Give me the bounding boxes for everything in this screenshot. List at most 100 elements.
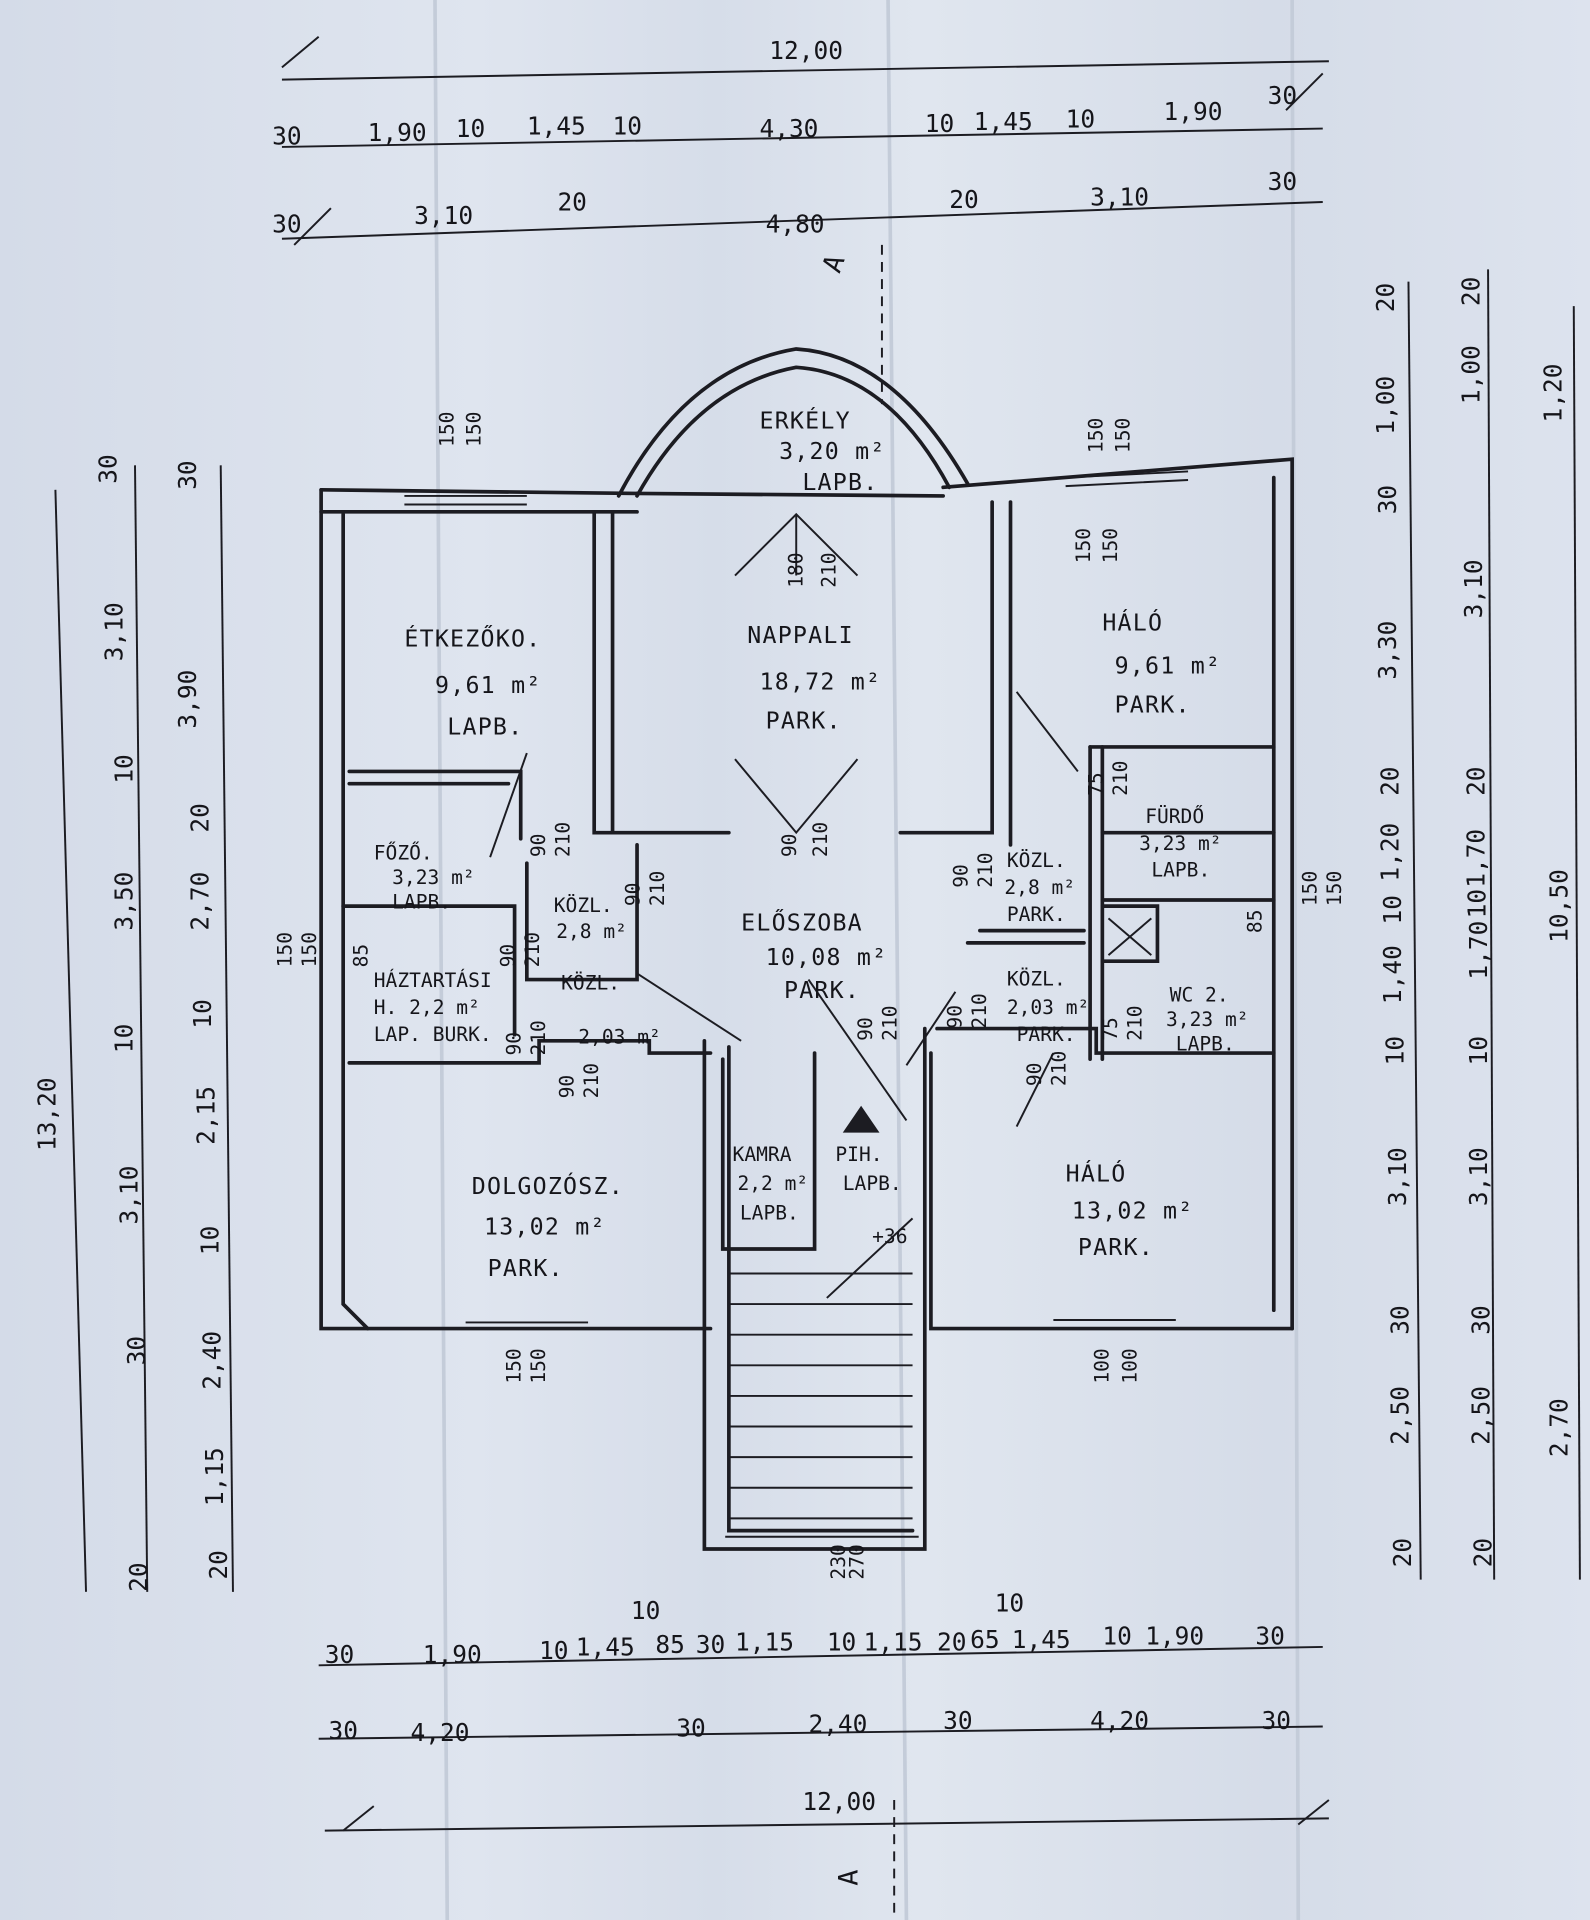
room-kamra: KAMRA 2,2 m² LAPB. <box>733 1143 809 1225</box>
svg-text:LAPB.: LAPB. <box>740 1202 799 1225</box>
opening-size-label: 90 <box>621 883 644 907</box>
svg-text:NAPPALI: NAPPALI <box>747 622 854 649</box>
svg-text:2,2 m²: 2,2 m² <box>737 1172 808 1195</box>
total-depth-right: 10,50 <box>1545 869 1574 943</box>
svg-text:LAP. BURK.: LAP. BURK. <box>374 1023 492 1046</box>
dimension-label: 30 <box>272 210 301 239</box>
dimension-label: 10 <box>188 999 217 1028</box>
dimension-label: 4,20 <box>1090 1706 1149 1735</box>
dimension-label: 3,10 <box>414 201 473 230</box>
dimension-label: 10 <box>195 1226 224 1255</box>
opening-size-label: 150 <box>274 932 297 967</box>
svg-text:WC 2.: WC 2. <box>1170 984 1229 1007</box>
opening-size-label: 90 <box>527 834 550 858</box>
dimension-label: 2,70 <box>185 872 214 931</box>
dimension-label: 20 <box>1371 283 1400 312</box>
svg-text:LAPB.: LAPB. <box>447 714 523 741</box>
opening-size-label: 230 <box>827 1544 850 1579</box>
opening-size-label: 100 <box>1090 1348 1113 1383</box>
dimension-label: 2,50 <box>1466 1386 1495 1445</box>
svg-text:PARK.: PARK. <box>1017 1023 1076 1046</box>
dimension-label: 1,45 <box>527 112 586 141</box>
svg-text:PARK.: PARK. <box>784 977 860 1004</box>
dimension-label: 2,15 <box>192 1086 221 1145</box>
dimension-label: 10 <box>1463 889 1492 918</box>
dimension-label: 1,70 <box>1461 829 1490 888</box>
dimension-label: 10 <box>827 1628 856 1657</box>
dimension-label: 1,90 <box>1145 1621 1204 1650</box>
dimension-label: 10 <box>613 112 642 141</box>
dimension-label: 20 <box>204 1550 233 1579</box>
opening-size-label: 210 <box>527 1020 550 1055</box>
svg-text:KAMRA: KAMRA <box>733 1143 792 1166</box>
svg-text:13,02 m²: 13,02 m² <box>484 1213 606 1240</box>
dimension-label: 10 <box>1464 1036 1493 1065</box>
dimension-label: 1,70 <box>1464 921 1493 980</box>
dimension-label: 1,15 <box>864 1628 923 1657</box>
dimension-label: 20 <box>124 1562 153 1591</box>
opening-size-label: 75 <box>1099 1017 1122 1041</box>
opening-size-label: 210 <box>968 993 991 1028</box>
svg-text:FÜRDŐ: FÜRDŐ <box>1145 804 1204 828</box>
svg-text:3,23 m²: 3,23 m² <box>1139 832 1222 855</box>
dimension-label: 3,30 <box>1373 621 1402 680</box>
opening-size-label: 150 <box>1111 418 1134 453</box>
dimension-label: 2,70 <box>1545 1398 1574 1457</box>
svg-text:DOLGOZÓSZ.: DOLGOZÓSZ. <box>472 1172 624 1200</box>
svg-text:3,23 m²: 3,23 m² <box>392 866 475 889</box>
dimension-label: 2,40 <box>808 1710 867 1739</box>
opening-size-label: 210 <box>1048 1051 1071 1086</box>
opening-size-label: 85 <box>350 944 373 968</box>
svg-text:LAPB.: LAPB. <box>843 1172 902 1195</box>
opening-size-label: 150 <box>435 412 458 447</box>
dimension-label: 30 <box>1268 81 1297 110</box>
dimension-label: 30 <box>328 1716 357 1745</box>
dimension-label: 20 <box>1469 1538 1498 1567</box>
opening-size-label: 150 <box>527 1348 550 1383</box>
svg-text:ELŐSZOBA: ELŐSZOBA <box>741 909 863 937</box>
opening-size-label: 210 <box>974 852 997 887</box>
dimension-label: 10 <box>1066 104 1095 133</box>
svg-text:13,02 m²: 13,02 m² <box>1072 1197 1194 1224</box>
opening-size-label: 180 <box>784 552 807 587</box>
doors-windows-stairs <box>404 244 1189 1920</box>
opening-size-label: 210 <box>879 1005 902 1040</box>
svg-text:H. 2,2 m²: H. 2,2 m² <box>374 996 480 1019</box>
svg-text:PIH.: PIH. <box>835 1143 882 1166</box>
svg-text:KÖZL.: KÖZL. <box>561 971 620 994</box>
dimension-label: 20 <box>949 185 978 214</box>
dimension-label: 30 <box>1268 167 1297 196</box>
dimension-label: 30 <box>94 454 123 483</box>
total-width-bottom: 12,00 <box>802 1787 876 1816</box>
dimension-lines <box>54 35 1581 1832</box>
opening-size-label: 150 <box>1323 871 1346 906</box>
svg-text:HÁLÓ: HÁLÓ <box>1102 609 1163 637</box>
dimension-label: 30 <box>1373 485 1402 514</box>
dimension-label: 1,00 <box>1371 376 1400 435</box>
opening-size-label: 210 <box>1124 1005 1147 1040</box>
dimension-label: 30 <box>1262 1706 1291 1735</box>
opening-size-label: 150 <box>1099 528 1122 563</box>
dimension-label: 4,20 <box>411 1718 470 1747</box>
dimension-label: 1,20 <box>1539 364 1568 423</box>
dimension-label: 1,20 <box>1376 823 1405 882</box>
dimension-label: 10 <box>110 754 139 783</box>
dimension-label: 20 <box>557 188 586 217</box>
opening-size-label: 210 <box>580 1063 603 1098</box>
svg-text:PARK.: PARK. <box>488 1255 564 1282</box>
svg-text:LAPB.: LAPB. <box>1176 1033 1235 1056</box>
section-mark-top: A <box>817 251 852 277</box>
dimension-label: 10 <box>539 1636 568 1665</box>
dimension-label: 20 <box>1388 1538 1417 1567</box>
svg-text:2,03 m²: 2,03 m² <box>1007 996 1090 1019</box>
dimension-label: 3,10 <box>100 602 129 661</box>
dimension-label: 20 <box>1461 766 1490 795</box>
level-mark: +36 <box>872 1225 907 1248</box>
svg-text:LAPB.: LAPB. <box>1151 859 1210 882</box>
stair-direction-marker <box>842 1105 880 1133</box>
opening-size-label: 150 <box>462 412 485 447</box>
